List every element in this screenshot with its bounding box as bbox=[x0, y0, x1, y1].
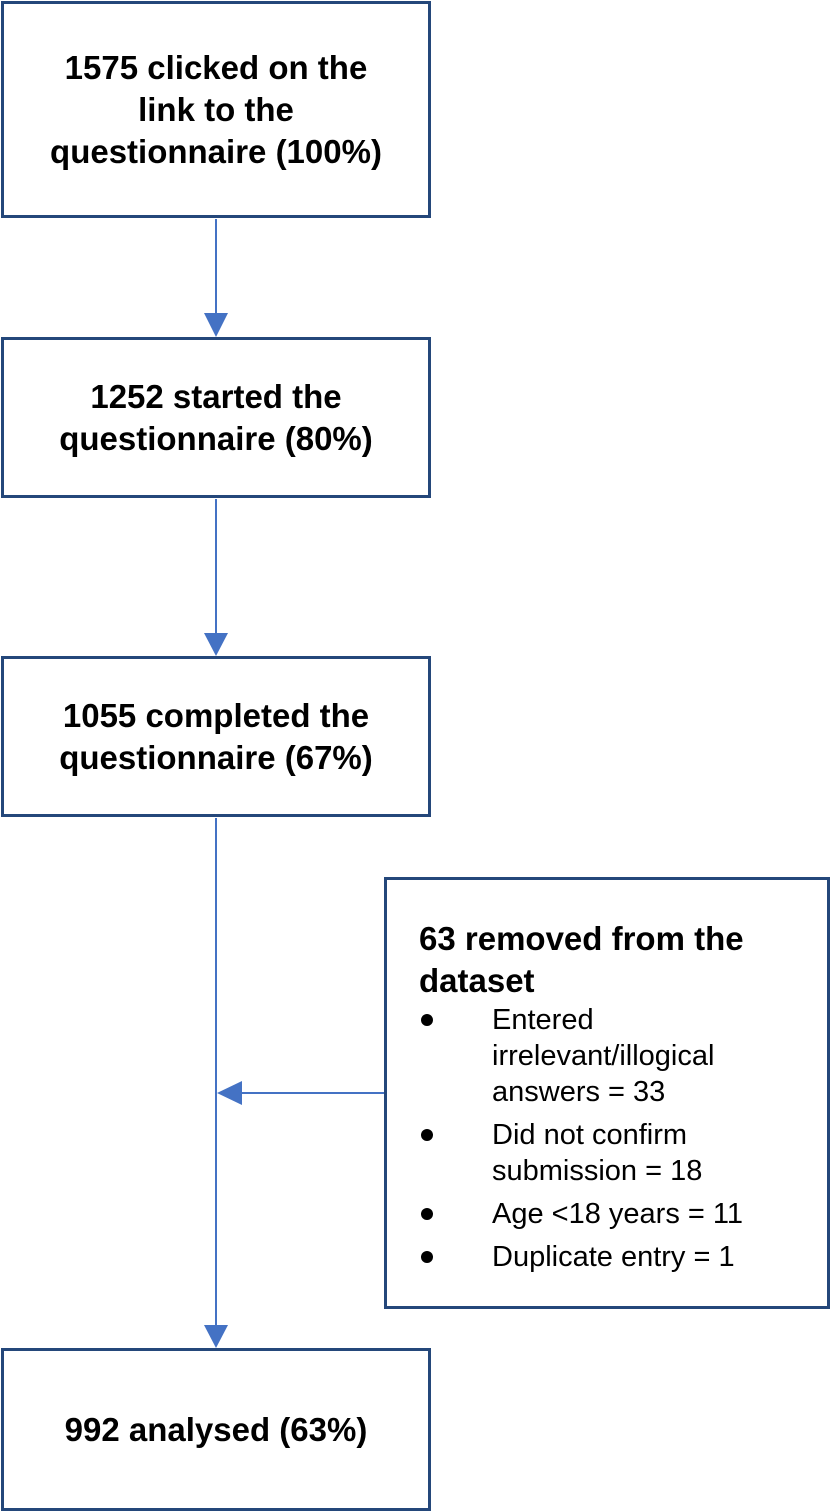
box-completed-text: 1055 completed the questionnaire (67%) bbox=[59, 696, 373, 776]
list-item-label: Entered irrelevant/illogical answers = 3… bbox=[492, 1004, 715, 1108]
list-item-label: Did not confirm submission = 18 bbox=[492, 1119, 703, 1187]
list-item: Did not confirm submission = 18 bbox=[417, 1117, 817, 1189]
box-removed-title: 63 removed from the dataset bbox=[419, 920, 744, 999]
bullet-icon bbox=[421, 1014, 433, 1026]
arrowhead-down-icon bbox=[204, 313, 228, 337]
arrowhead-down-icon bbox=[204, 1325, 228, 1348]
box-removed: 63 removed from the dataset Entered irre… bbox=[384, 877, 830, 1309]
arrowhead-left-icon bbox=[217, 1081, 242, 1105]
arrowhead-down-icon bbox=[204, 633, 228, 656]
list-item: Entered irrelevant/illogical answers = 3… bbox=[417, 1002, 817, 1110]
box-clicked-link-text: 1575 clicked on the link to the question… bbox=[50, 48, 382, 170]
list-item: Duplicate entry = 1 bbox=[417, 1239, 817, 1275]
box-completed: 1055 completed the questionnaire (67%) bbox=[1, 656, 431, 817]
list-item-label: Age <18 years = 11 bbox=[492, 1198, 743, 1230]
box-started-text: 1252 started the questionnaire (80%) bbox=[59, 377, 373, 457]
bullet-icon bbox=[421, 1208, 433, 1220]
box-clicked-link: 1575 clicked on the link to the question… bbox=[1, 1, 431, 218]
list-item: Age <18 years = 11 bbox=[417, 1196, 817, 1232]
bullet-icon bbox=[421, 1129, 433, 1141]
box-started: 1252 started the questionnaire (80%) bbox=[1, 337, 431, 498]
list-item-label: Duplicate entry = 1 bbox=[492, 1241, 735, 1273]
removed-reasons-list: Entered irrelevant/illogical answers = 3… bbox=[417, 1002, 817, 1282]
box-analysed-text: 992 analysed (63%) bbox=[64, 1410, 368, 1448]
box-analysed: 992 analysed (63%) bbox=[1, 1348, 431, 1511]
bullet-icon bbox=[421, 1251, 433, 1263]
